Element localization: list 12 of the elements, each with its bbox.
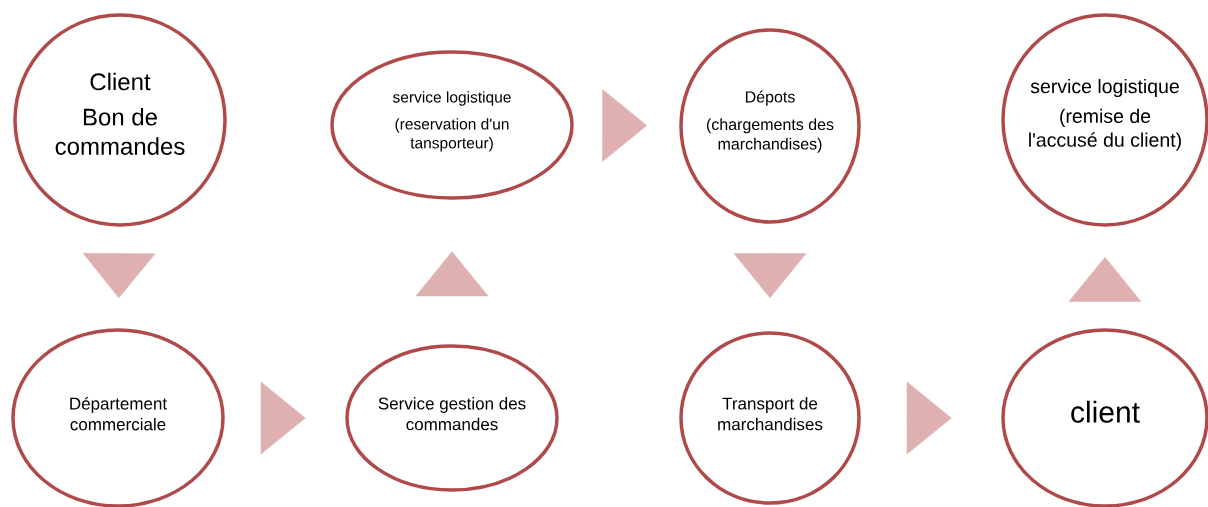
arrow xyxy=(82,253,156,299)
ellipse-node: Service gestion des commandes xyxy=(345,344,559,492)
ellipse-node: Transport de marchandises xyxy=(679,331,861,505)
arrow xyxy=(1068,256,1142,302)
arrow xyxy=(415,251,489,297)
ellipse-node: service logistique (reservation d'un tansporteur) xyxy=(330,50,574,200)
arrow xyxy=(260,381,306,455)
arrow xyxy=(733,253,807,299)
ellipse-node: Dépots (chargements des marchandises) xyxy=(679,28,861,224)
arrow xyxy=(906,381,952,455)
arrow xyxy=(602,89,648,162)
ellipse-node: Client Bon de commandes xyxy=(13,13,227,227)
